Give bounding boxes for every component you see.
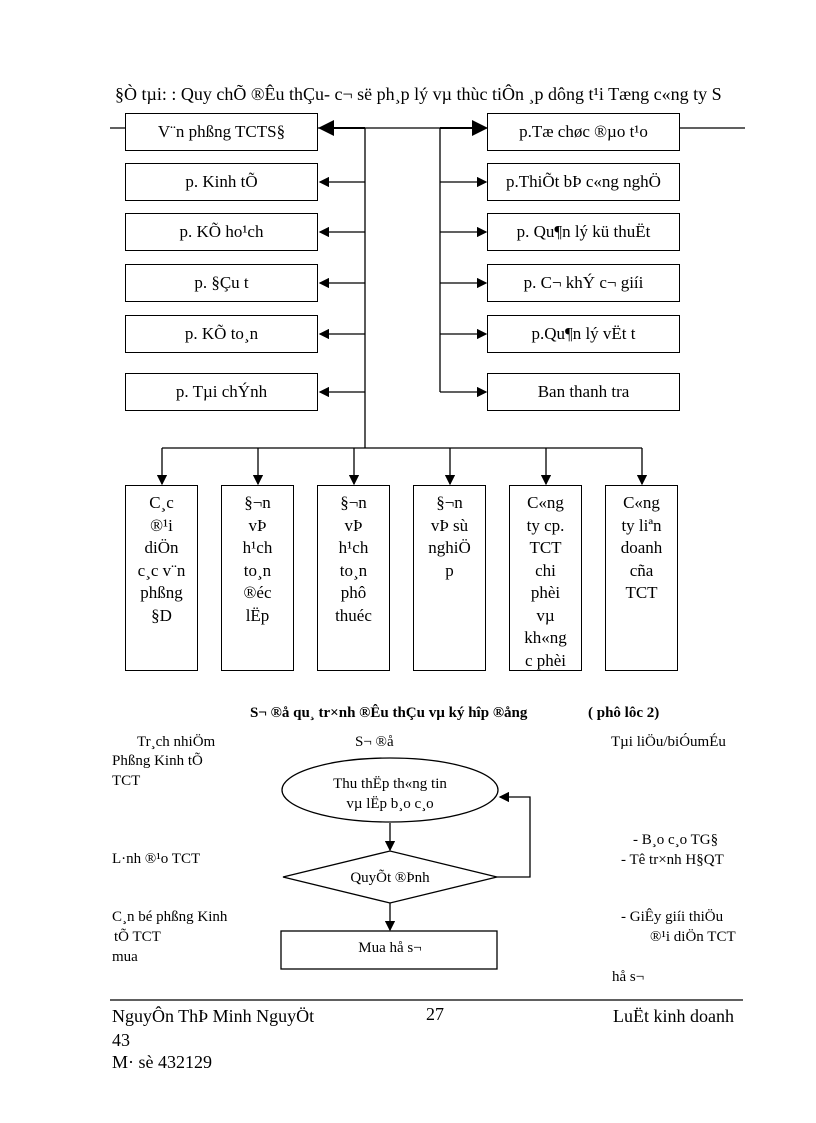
unit-line: h¹ch — [338, 538, 369, 557]
flow-ellipse — [281, 757, 499, 823]
doc-text: - GiÊy giíi thiÖu — [621, 909, 724, 925]
dept-box: p. §Çu t — [125, 264, 318, 302]
resp-text: TCT — [112, 773, 141, 789]
unit-line: c phèi — [524, 650, 567, 670]
dept-box: p. KÕ to¸n — [125, 315, 318, 353]
col-documents: Tµi liÖu/biÓumÉu — [611, 734, 726, 750]
resp-text: Phßng Kinh tÕ — [112, 753, 203, 769]
footer-subject: LuËt kinh doanh — [613, 1006, 734, 1026]
col-diagram: S¬ ®å — [355, 734, 394, 750]
flow-title: S¬ ®å qu¸ tr×nh ®Êu thÇu vµ ký hîp ®ång — [250, 705, 528, 721]
footer-page-number: 27 — [426, 1004, 444, 1024]
unit-line: phô — [340, 583, 367, 602]
unit-line: TCT — [625, 583, 658, 602]
flow-appendix: ( phô lôc 2) — [588, 705, 660, 721]
unit-line: doanh — [620, 538, 663, 557]
unit-line: ®éc — [243, 583, 272, 602]
unit-box: C«ng ty cp. TCT chi phèi vµ kh«ng c phèi — [509, 485, 582, 671]
unit-line: ®¹i — [150, 515, 173, 535]
dept-box: p. C¬ khÝ c¬ giíi — [487, 264, 680, 302]
step-collect: vµ lËp b¸o c¸o — [346, 796, 434, 812]
unit-line: chi — [535, 560, 556, 580]
unit-line: c¸c v¨n — [137, 560, 186, 580]
unit-line: ty liªn — [621, 515, 662, 535]
step-collect: Thu thËp th«ng tin — [333, 776, 447, 792]
resp-text: tÕ TCT — [114, 929, 161, 945]
resp-text: C¸n bé phßng Kinh — [112, 909, 228, 925]
unit-line: to¸n — [243, 560, 272, 580]
unit-line: nghiÖ — [428, 538, 471, 557]
dept-box: p.Tæ chøc ®µo t¹o — [487, 113, 680, 151]
dept-box: p. Kinh tÕ — [125, 163, 318, 201]
footer-line2: 43 — [112, 1030, 130, 1050]
unit-line: §¬n — [244, 493, 271, 512]
unit-line: kh«ng — [524, 628, 567, 647]
dept-box: p.Qu¶n lý vËt t — [487, 315, 680, 353]
document-heading: §Ò tµi: : Quy chÕ ®Êu thÇu- c¬ së ph¸p l… — [115, 84, 722, 104]
col-responsibility: Tr¸ch nhiÖm — [137, 734, 216, 750]
unit-box: §¬n vÞ sù nghiÖ p — [413, 485, 486, 671]
unit-line: p — [445, 560, 454, 580]
unit-line: C«ng — [527, 493, 564, 512]
unit-box: §¬n vÞ h¹ch to¸n ®éc lËp — [221, 485, 294, 671]
footer-student-id: M· sè 432129 — [112, 1052, 212, 1072]
resp-text: mua — [112, 949, 138, 965]
unit-line: h¹ch — [242, 538, 273, 557]
unit-line: vÞ sù — [430, 515, 469, 535]
step-buy: Mua hå s¬ — [358, 940, 422, 956]
unit-line: §¬n — [436, 493, 463, 512]
unit-line: phèi — [530, 583, 561, 602]
dept-box: p. KÕ ho¹ch — [125, 213, 318, 251]
unit-line: lËp — [245, 605, 270, 625]
unit-line: vÞ — [344, 515, 363, 535]
doc-text: - B¸o c¸o TG§ — [633, 832, 719, 848]
unit-line: §D — [151, 605, 172, 625]
resp-text: L·nh ®¹o TCT — [112, 851, 201, 867]
dept-box: Ban thanh tra — [487, 373, 680, 411]
step-decide: QuyÕt ®Þnh — [350, 870, 430, 886]
unit-line: cña — [629, 560, 654, 580]
unit-line: C«ng — [623, 493, 660, 512]
unit-line: C¸c — [149, 493, 174, 512]
doc-text: hå s¬ — [612, 969, 645, 985]
dept-box: V¨n phßng TCTS§ — [125, 113, 318, 151]
unit-box: C¸c ®¹i diÖn c¸c v¨n phßng §D — [125, 485, 198, 671]
dept-box: p. Tµi chÝnh — [125, 373, 318, 411]
unit-line: vÞ — [248, 515, 267, 535]
dept-box: p.ThiÕt bÞ c«ng nghÖ — [487, 163, 680, 201]
unit-line: vµ — [536, 605, 555, 625]
doc-text: ®¹i diÖn TCT — [650, 929, 736, 945]
dept-box: p. Qu¶n lý kü thuËt — [487, 213, 680, 251]
unit-line: thuéc — [335, 605, 372, 625]
unit-box: §¬n vÞ h¹ch to¸n phô thuéc — [317, 485, 390, 671]
unit-line: diÖn — [144, 538, 179, 557]
unit-line: ty cp. — [526, 515, 565, 535]
unit-line: to¸n — [339, 560, 368, 580]
unit-line: §¬n — [340, 493, 367, 512]
unit-line: phßng — [140, 583, 183, 602]
doc-text: - Tê tr×nh H§QT — [621, 852, 724, 868]
footer-author: NguyÔn ThÞ Minh NguyÖt — [112, 1006, 315, 1026]
unit-line: TCT — [529, 538, 562, 557]
